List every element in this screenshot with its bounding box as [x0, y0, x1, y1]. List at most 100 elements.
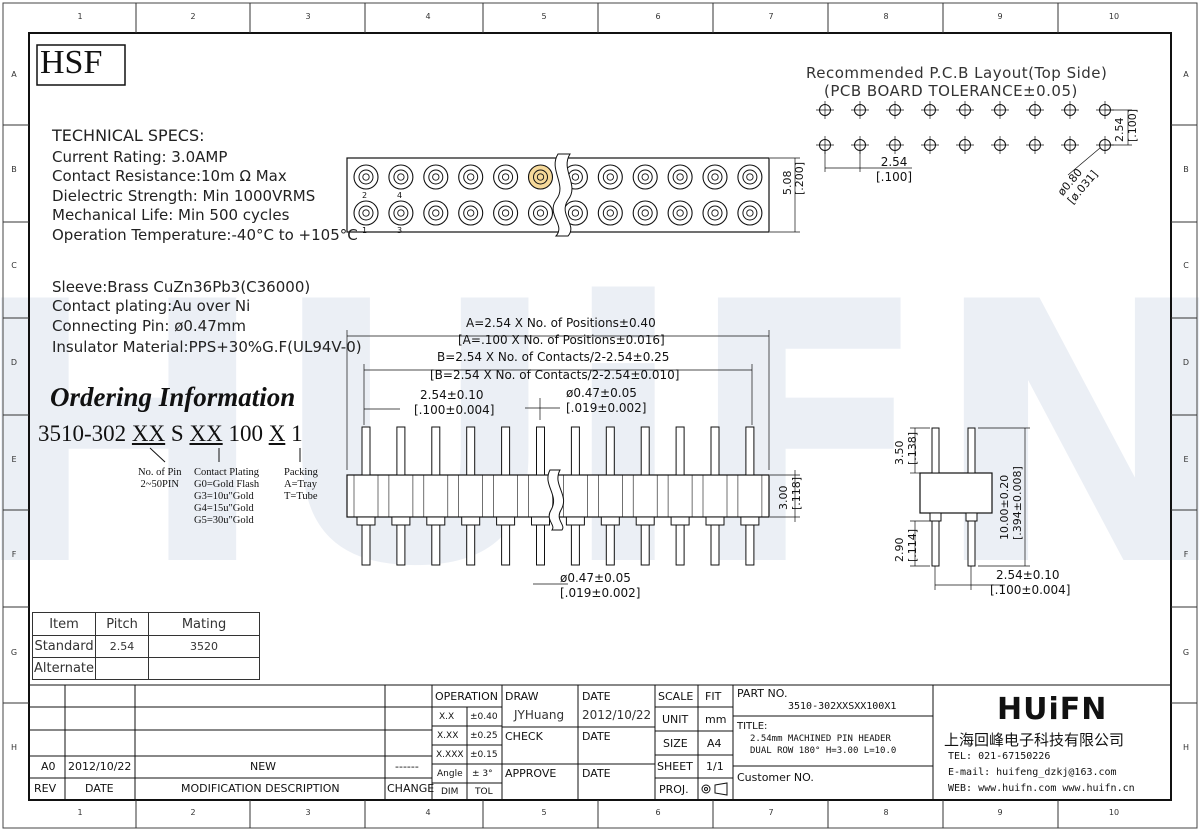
- pin-upper: [605, 426, 615, 476]
- note-pin: No. of Pin 2~50PIN: [138, 467, 182, 490]
- frame-col-label: 3: [305, 12, 310, 21]
- pin-hole: [702, 164, 728, 190]
- pin-upper: [745, 426, 755, 476]
- draw-label: DRAW: [505, 690, 539, 703]
- code-plating: XX: [189, 421, 223, 446]
- company-web: WEB: www.huifn.com www.huifn.cn: [948, 783, 1135, 794]
- drawer-name: JYHuang: [514, 708, 565, 722]
- pin-upper: [570, 426, 580, 476]
- pcb-dims: [824, 109, 1132, 176]
- frame-row-label: H: [1183, 743, 1189, 752]
- frame-col-label: 7: [768, 808, 773, 817]
- top-view-holes: [353, 164, 763, 226]
- frame-row-label: F: [1184, 550, 1189, 559]
- pin-lower: [640, 524, 650, 566]
- title-label: TITLE:: [737, 721, 768, 732]
- pin-sleeve: [740, 516, 760, 526]
- pin-sleeve: [426, 516, 446, 526]
- pcb-pitch-dim: 2.54[.100]: [876, 155, 913, 184]
- pitch-table-cell: [148, 657, 260, 680]
- pin-hole: [388, 200, 414, 226]
- pitch-table-cell: 2.54: [95, 635, 150, 658]
- pin-hole: [423, 200, 449, 226]
- frame-col-label: 2: [190, 808, 195, 817]
- tol-key: X.XX: [437, 731, 459, 741]
- customer-no-label: Customer NO.: [737, 771, 814, 784]
- pin-upper: [361, 426, 371, 476]
- date-label: DATE: [582, 767, 611, 780]
- frame-row-label: E: [1183, 455, 1188, 464]
- material-line-1: Sleeve:Brass CuZn36Pb3(C36000): [52, 278, 311, 296]
- size-label: SIZE: [663, 737, 688, 750]
- material-line-4: Insulator Material:PPS+30%G.F(UL94V-0): [52, 338, 362, 356]
- tol-val: TOL: [475, 787, 493, 797]
- frame-col-label: 4: [425, 808, 430, 817]
- dim-side-pitch: 2.54±0.10[.100±0.004]: [990, 568, 1071, 597]
- rev-header: CHANGE: [387, 782, 435, 795]
- date-label: DATE: [582, 730, 611, 743]
- operation-label: OPERATION: [435, 690, 498, 703]
- pin-hole: [493, 164, 519, 190]
- pin-label-4: 4: [397, 191, 403, 200]
- frame-col-label: 6: [655, 808, 660, 817]
- frame-row-label: D: [1183, 358, 1189, 367]
- dim-a-inch: [A=.100 X No. of Positions±0.016]: [458, 333, 665, 347]
- frame-col-label: 8: [883, 12, 888, 21]
- rev-header: REV: [34, 782, 57, 795]
- part-no-value: 3510-302XXSXX100X1: [788, 701, 897, 712]
- material-line-3: Connecting Pin: ø0.47mm: [52, 317, 246, 335]
- pcb-row-dim: 2.54[.100]: [1113, 108, 1139, 142]
- tol-val: ±0.15: [470, 750, 498, 760]
- spec-line-2: Contact Resistance:10m Ω Max: [52, 167, 287, 185]
- pin-lower: [431, 524, 441, 566]
- pin-hole: [632, 200, 658, 226]
- frame-col-label: 2: [190, 12, 195, 21]
- pin-sleeve: [461, 516, 481, 526]
- code-suffix: 1: [291, 421, 303, 446]
- pin-lower: [605, 524, 615, 566]
- dim-pitch: 2.54±0.10[.100±0.004]: [414, 388, 495, 417]
- pitch-table-header: Mating: [148, 612, 260, 636]
- pin-hole: [597, 200, 623, 226]
- title-line-2: DUAL ROW 180° H=3.00 L=10.0: [750, 746, 897, 756]
- frame-col-label: 3: [305, 808, 310, 817]
- pin-sleeve: [705, 516, 725, 526]
- ordering-heading: Ordering Information: [50, 382, 296, 412]
- pin-upper: [640, 426, 650, 476]
- dim-body-height: 3.00[.118]: [777, 476, 803, 510]
- pin-lower: [466, 524, 476, 566]
- pin-hole: [388, 164, 414, 190]
- pitch-table-cell: Alternate: [31, 657, 97, 680]
- frame-col-label: 6: [655, 12, 660, 21]
- proj-label: PROJ.: [659, 783, 689, 796]
- pitch-table-cell: [95, 657, 150, 680]
- note-plating: Contact Plating G0=Gold Flash G3=10u"Gol…: [194, 467, 260, 526]
- spec-line-5: Operation Temperature:-40°C to +105°C: [52, 226, 358, 244]
- pin-hole: [737, 200, 763, 226]
- frame-col-label: 8: [883, 808, 888, 817]
- top-view-break: [552, 153, 573, 237]
- rev-date: 2012/10/22: [68, 760, 132, 773]
- dim-b-inch: [B=2.54 X No. of Contacts/2-2.54±0.010]: [430, 368, 680, 382]
- frame-row-label: D: [11, 358, 17, 367]
- pin-lower: [501, 524, 511, 566]
- code-pins: XX: [131, 421, 166, 446]
- frame-col-label: 9: [997, 12, 1002, 21]
- pin-sleeve: [565, 516, 585, 526]
- part-prefix: 3510-302: [38, 421, 127, 446]
- title-block-grid: [29, 684, 1171, 800]
- pin-hole: [493, 200, 519, 226]
- scale-label: SCALE: [658, 690, 694, 703]
- pin-sleeve: [635, 516, 655, 526]
- note-packing: Packing A=Tray T=Tube: [284, 467, 318, 502]
- pin-hole: [597, 164, 623, 190]
- pin-upper: [431, 426, 441, 476]
- tol-val: ±0.25: [470, 731, 498, 741]
- pin-sleeve: [496, 516, 516, 526]
- pin-upper: [466, 426, 476, 476]
- frame-col-label: 10: [1109, 808, 1119, 817]
- pin-lower: [536, 524, 545, 566]
- pin-hole: [353, 200, 379, 226]
- code-s: S: [170, 421, 184, 446]
